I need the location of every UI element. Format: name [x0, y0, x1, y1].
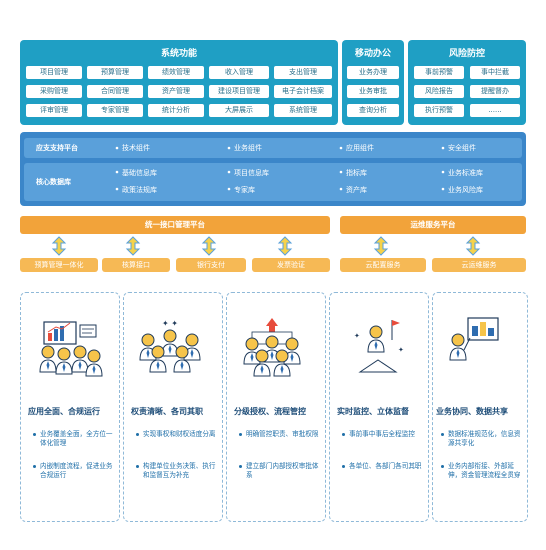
module-cell[interactable]: 评审管理	[26, 104, 82, 117]
card-bullet: 建立部门内部授权审批体系	[239, 462, 319, 479]
core-database-label: 核心数据库	[36, 178, 71, 186]
module-cell[interactable]: 资产管理	[148, 85, 204, 98]
support-item: 应用组件	[346, 144, 374, 152]
card-bullet: 事前事中事后全程监控	[342, 430, 423, 439]
monitor-person-icon: ✦ ✦	[354, 320, 404, 373]
system-functions-panel: 系统功能 项目管理 预算管理 绩效管理 收入管理 支出管理 采购管理 合同管理 …	[20, 40, 338, 125]
core-db-item: 基础信息库	[122, 169, 157, 177]
presentation-board-icon	[39, 321, 103, 377]
core-db-item: 业务标准库	[448, 169, 483, 177]
support-item: 安全组件	[448, 144, 476, 152]
team-group-icon: ✦ ✦	[139, 319, 201, 373]
card-title: 业务协同、数据共享	[436, 407, 508, 416]
support-item: 业务组件	[234, 144, 262, 152]
risk-item[interactable]: 风险报告	[414, 85, 464, 98]
card-title: 应用全面、合规运行	[28, 407, 100, 416]
module-cell[interactable]: 专家管理	[87, 104, 143, 117]
core-db-item: 资产库	[346, 186, 367, 194]
card-bullet: 各单位、各部门各司其职	[342, 462, 422, 470]
module-cell[interactable]: 系统管理	[274, 104, 332, 117]
interface-platform-title[interactable]: 统一接口管理平台	[20, 216, 330, 234]
module-cell[interactable]: 合同管理	[87, 85, 143, 98]
feature-card-3	[226, 292, 326, 522]
card-bullet: 实现事权和财权适度分离	[136, 430, 216, 438]
card-bullet: 明确管控职责、审批权限	[239, 430, 319, 438]
band-bullet-dots	[115, 146, 445, 191]
mobile-item[interactable]: 业务审批	[347, 85, 399, 98]
risk-item[interactable]: 执行预警	[414, 104, 464, 117]
core-db-item: 项目信息库	[234, 169, 269, 177]
module-cell[interactable]: 建设项目管理	[209, 85, 269, 98]
module-cell[interactable]: 支出管理	[274, 66, 332, 79]
svg-text:✦: ✦	[354, 332, 360, 340]
presenter-board-icon	[449, 317, 499, 361]
module-cell[interactable]: 预算管理	[87, 66, 143, 79]
card-bullet: 内嵌制度流程，促进业务合规运行	[33, 462, 113, 479]
risk-control-panel: 风险防控 事前预警 事中拦截 风险报告 提醒督办 执行预警 ......	[408, 40, 526, 125]
module-cell[interactable]: 采购管理	[26, 85, 82, 98]
risk-item[interactable]: ......	[470, 104, 520, 117]
card-bullet: 业务覆盖全面，全方位一体化管理	[33, 430, 113, 447]
card-illustrations: ✦ ✦ ✦ ✦	[39, 317, 499, 377]
ops-item[interactable]: 云运维服务	[432, 258, 526, 272]
mobile-item[interactable]: 查询分析	[347, 104, 399, 117]
ops-item[interactable]: 云配置服务	[340, 258, 426, 272]
card-bullet: 构建单位业务决策、执行和监督互为补充	[136, 462, 216, 479]
risk-item[interactable]: 提醒督办	[470, 85, 520, 98]
module-cell[interactable]: 统计分析	[148, 104, 204, 117]
system-functions-title: 系统功能	[160, 49, 197, 59]
card-title: 权责清晰、各司其职	[131, 407, 203, 416]
platform-band: 应支支持平台 技术组件 业务组件 应用组件 安全组件 核心数据库 基础信息库 项…	[20, 132, 526, 206]
risk-item[interactable]: 事中拦截	[470, 66, 520, 79]
svg-text:✦ ✦: ✦ ✦	[162, 319, 178, 328]
hierarchy-arrow-icon	[243, 318, 301, 377]
interface-item[interactable]: 核算接口	[102, 258, 170, 272]
risk-item[interactable]: 事前预警	[414, 66, 464, 79]
mobile-office-panel: 移动办公 业务办理 业务审批 查询分析	[342, 40, 404, 125]
module-cell[interactable]: 项目管理	[26, 66, 82, 79]
svg-text:✦: ✦	[398, 346, 404, 354]
module-cell[interactable]: 大屏展示	[209, 104, 269, 117]
core-db-item: 业务风险库	[448, 186, 483, 194]
module-cell[interactable]: 收入管理	[209, 66, 269, 79]
card-title: 分级授权、流程管控	[234, 407, 306, 416]
mobile-item[interactable]: 业务办理	[347, 66, 399, 79]
interface-item[interactable]: 银行支付	[176, 258, 246, 272]
mobile-office-title: 移动办公	[354, 49, 391, 59]
interface-item[interactable]: 发票验证	[252, 258, 330, 272]
module-cell[interactable]: 电子会计档案	[274, 85, 332, 98]
ops-platform-title[interactable]: 运维服务平台	[340, 216, 526, 234]
card-title: 实时监控、立体监督	[337, 407, 409, 416]
core-db-item: 专家库	[234, 186, 255, 194]
support-platform-label: 应支支持平台	[36, 144, 78, 152]
support-item: 技术组件	[122, 144, 150, 152]
card-bullet: 业务内部衔接、外部延伸，资金管理流程全贯穿	[441, 462, 521, 479]
support-platform-row: 应支支持平台 技术组件 业务组件 应用组件 安全组件	[24, 138, 522, 158]
core-db-item: 指标库	[346, 169, 367, 177]
core-database-row: 核心数据库 基础信息库 项目信息库 指标库 业务标准库 政策法规库 专家库 资产…	[24, 163, 522, 201]
risk-control-title: 风险防控	[448, 49, 485, 59]
card-bullet: 数据标准规范化，信息资源共享化	[441, 430, 521, 447]
module-cell[interactable]: 绩效管理	[148, 66, 204, 79]
core-db-item: 政策法规库	[122, 186, 157, 194]
interface-item[interactable]: 预算管理一体化	[20, 258, 98, 272]
